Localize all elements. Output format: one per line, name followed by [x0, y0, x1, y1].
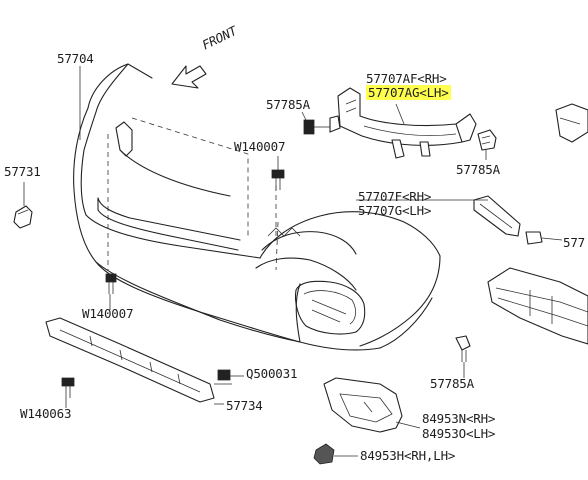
fog-cover-84953 — [323, 377, 403, 433]
front-arrow-icon — [171, 65, 207, 89]
clip-57785a-top — [303, 115, 341, 135]
label-577-cut: 577 — [563, 235, 585, 250]
lower-support-bracket — [487, 267, 588, 345]
highlighted-part-number: 57707AG<LH> — [366, 85, 451, 100]
label-84953n: 84953N<RH> — [422, 411, 496, 426]
label-84953o: 84953O<LH> — [422, 426, 496, 441]
label-w140007-bottom: W140007 — [82, 306, 134, 321]
label-w140007-top: W140007 — [234, 139, 286, 154]
bumper-cover — [73, 63, 441, 351]
label-57785a-low: 57785A — [430, 376, 474, 391]
bumper-clip-left — [115, 121, 133, 157]
label-57707af: 57707AF<RH> — [366, 71, 447, 86]
label-57707g: 57707G<LH> — [358, 203, 432, 218]
leader-lines — [23, 66, 488, 457]
label-57785a-right: 57785A — [456, 162, 500, 177]
upper-bracket-57707 — [337, 87, 477, 159]
part-57731 — [13, 205, 33, 229]
screw-w140007-top — [271, 169, 285, 190]
label-57707ag: 57707AG<LH> — [366, 85, 451, 100]
label-57785a-top: 57785A — [266, 97, 310, 112]
right-edge-part — [555, 103, 588, 143]
label-57731: 57731 — [4, 164, 41, 179]
side-bracket-57707fg — [473, 195, 563, 245]
screw-w140007-bottom — [105, 273, 117, 294]
label-q500031: Q500031 — [246, 366, 298, 381]
label-57704: 57704 — [57, 51, 94, 66]
cap-84953h — [313, 443, 335, 465]
label-57707f: 57707F<RH> — [358, 189, 432, 204]
bolt-q500031 — [214, 369, 232, 385]
label-57734: 57734 — [226, 398, 263, 413]
clip-57785a-low — [455, 335, 471, 362]
screw-w140063 — [61, 377, 75, 398]
under-cover-57734 — [45, 317, 215, 403]
label-w140063: W140063 — [20, 406, 72, 421]
clip-57785a-right — [477, 129, 497, 151]
label-84953h: 84953H<RH,LH> — [360, 448, 456, 463]
